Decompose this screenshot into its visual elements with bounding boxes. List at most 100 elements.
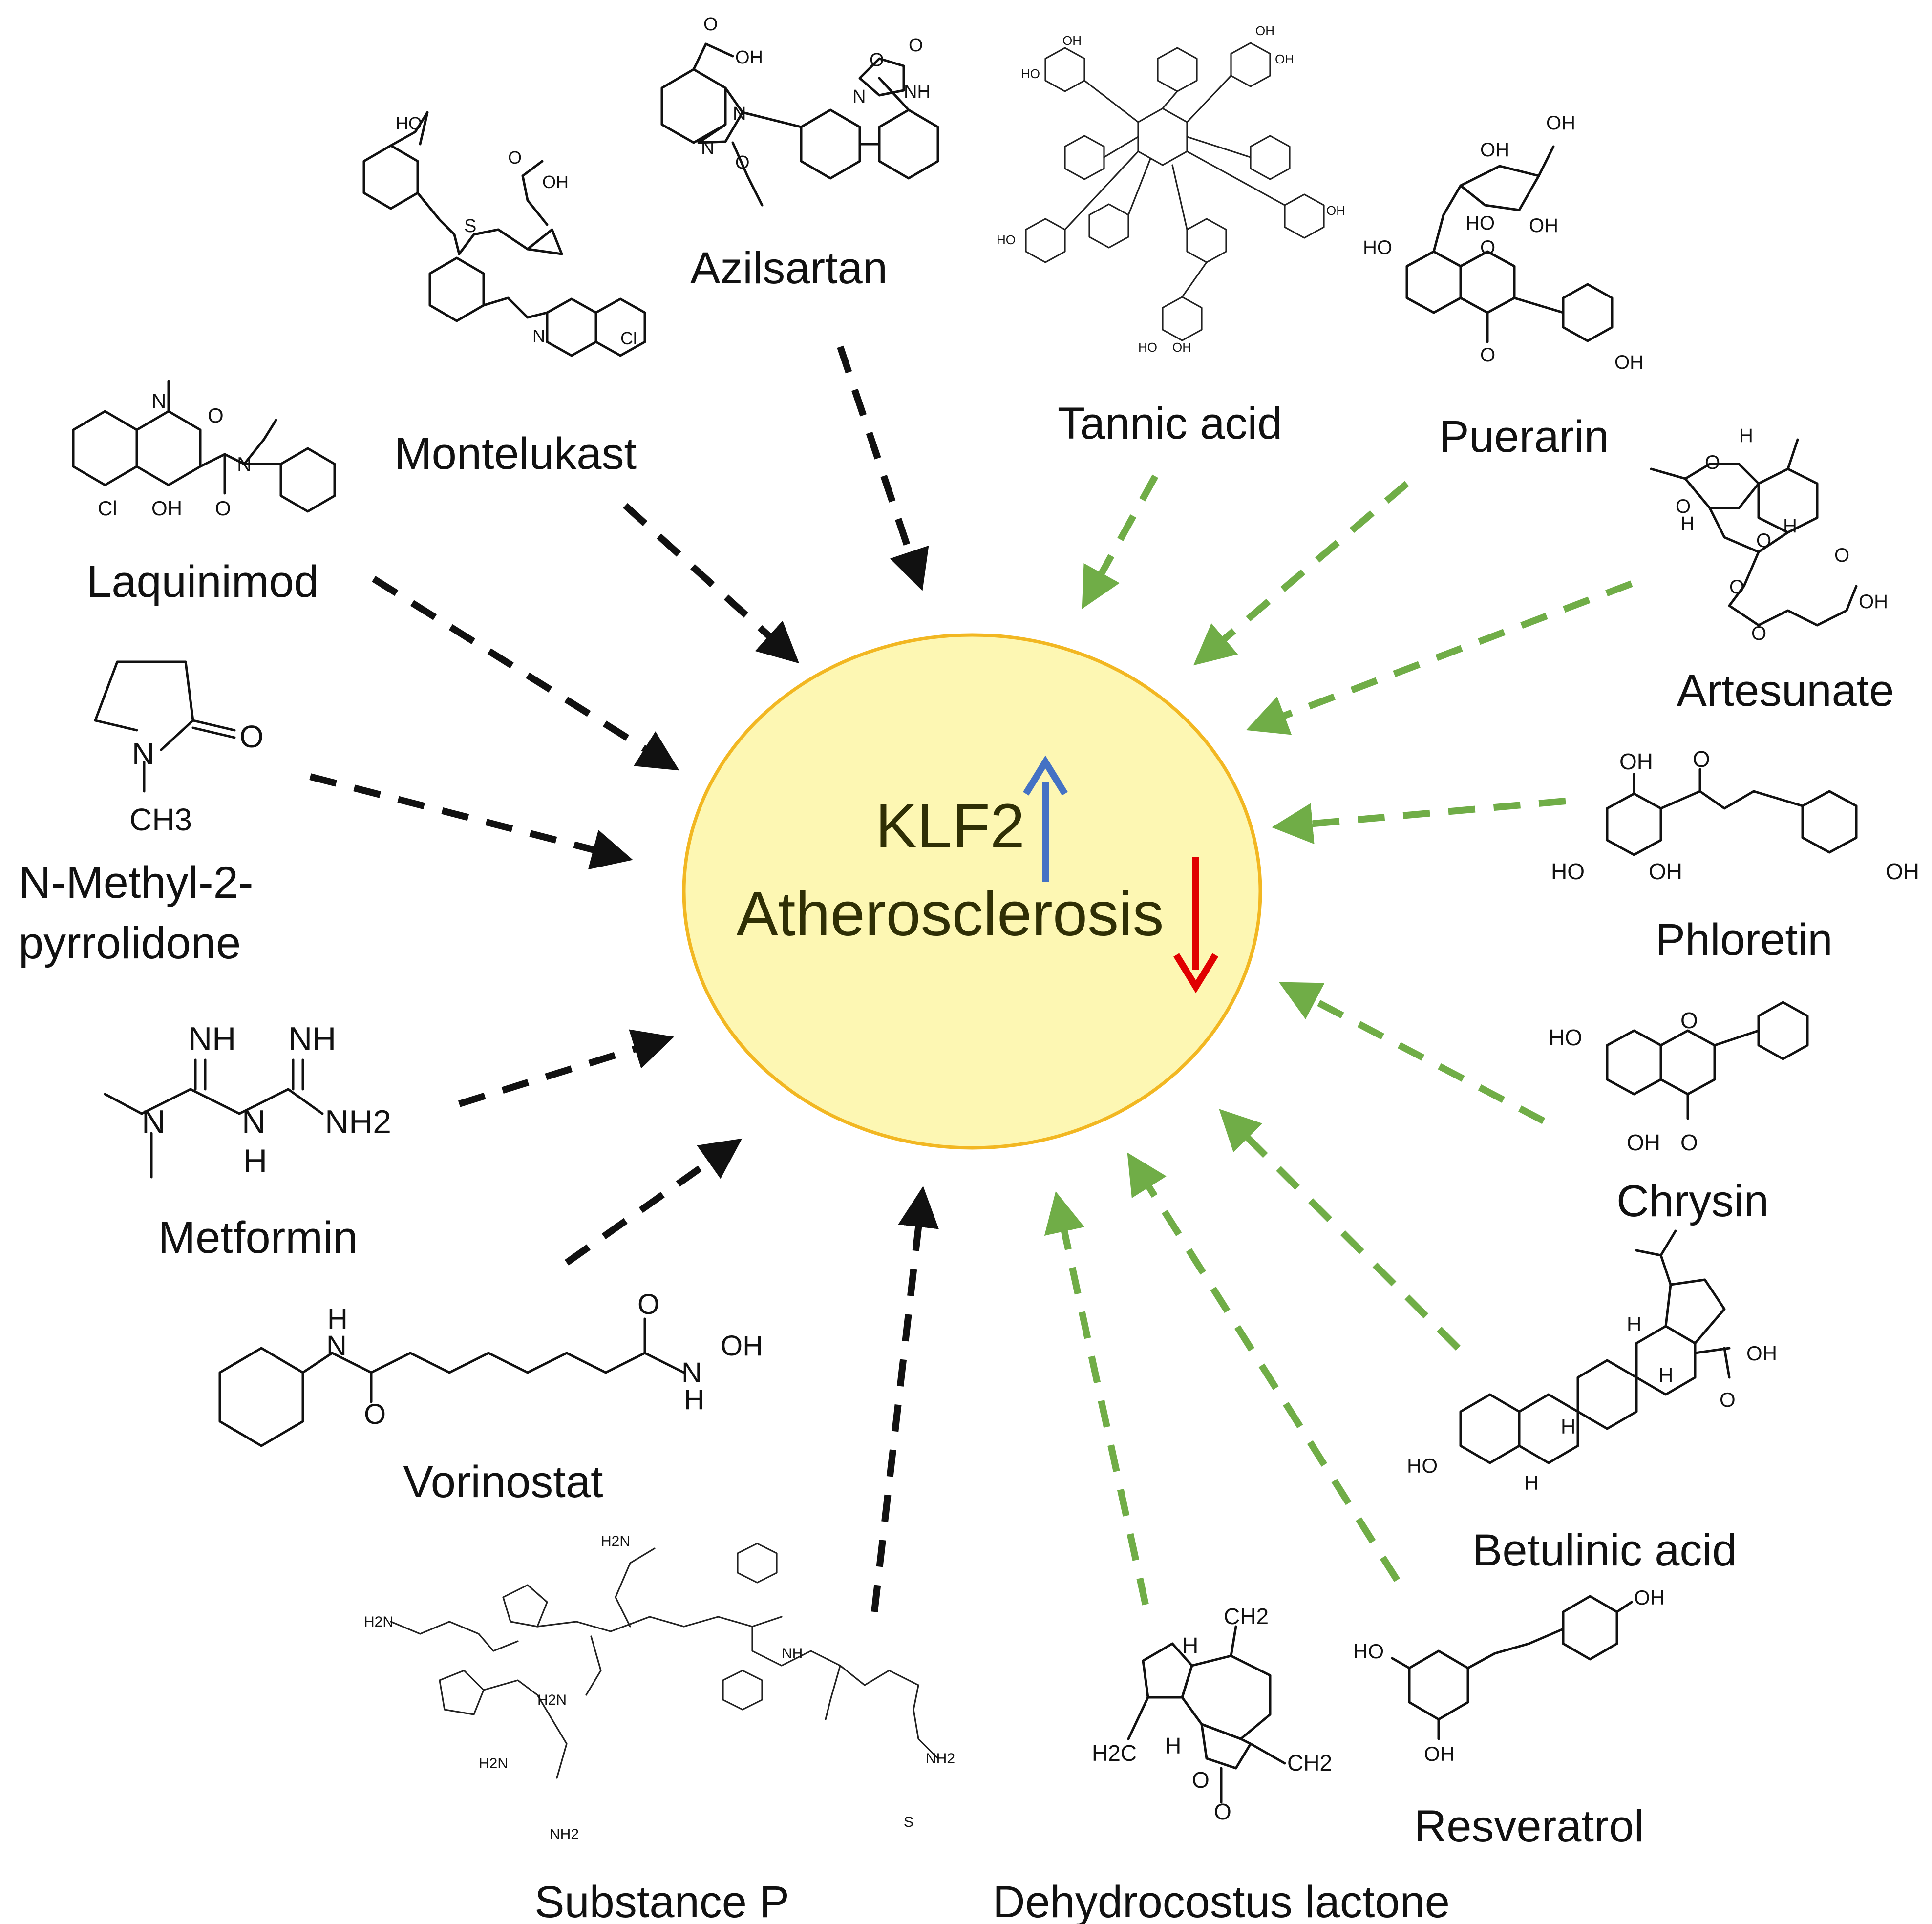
- atom-h: H: [1524, 1471, 1539, 1494]
- atom-o: O: [1729, 576, 1744, 598]
- atom-oh: OH: [1746, 1342, 1777, 1365]
- atom-ho: HO: [1551, 859, 1585, 884]
- compound-labels: Azilsartan Montelukast Laquinimod N-Meth…: [19, 243, 1894, 1924]
- label-puerarin: Puerarin: [1439, 412, 1609, 462]
- atom-o: O: [1192, 1767, 1210, 1793]
- atom-n: N: [681, 1357, 702, 1389]
- structure-laquinimod: N O N O Cl OH: [72, 380, 336, 520]
- atom-oh: OH: [1546, 112, 1575, 134]
- center-ellipse: [682, 633, 1262, 1150]
- label-phloretin: Phloretin: [1655, 915, 1832, 965]
- atom-nh2: NH2: [926, 1751, 955, 1767]
- arrow-resveratrol: [1127, 1152, 1400, 1582]
- structure-tannic-acid: OH HO OH OH OH HO OH HO: [997, 23, 1345, 355]
- klf2-up-arrow: [1023, 755, 1068, 882]
- atom-oh: OH: [1275, 52, 1294, 66]
- arrow-chrysin: [1278, 982, 1546, 1124]
- arrow-nmp: [309, 773, 633, 870]
- structure-montelukast: HO S O OH N Cl: [362, 111, 646, 357]
- atom-h2n: H2N: [479, 1755, 508, 1772]
- structure-artesunate: H O O H H O O O O OH: [1650, 425, 1888, 644]
- atom-oh: OH: [1424, 1742, 1455, 1765]
- atom-o: O: [1834, 545, 1849, 566]
- atom-h: H: [1783, 515, 1797, 537]
- label-metformin: Metformin: [158, 1213, 358, 1263]
- black-arrows: [309, 345, 939, 1612]
- atom-o: O: [1480, 344, 1495, 366]
- atom-cl: Cl: [98, 497, 117, 520]
- atom-oh: OH: [1886, 859, 1919, 884]
- atom-o: O: [1680, 1008, 1698, 1033]
- atom-o: O: [364, 1398, 386, 1430]
- label-dehydrocostus-lactone: Dehydrocostus lactone: [993, 1877, 1450, 1924]
- label-laquinimod: Laquinimod: [86, 557, 319, 607]
- atom-oh: OH: [1627, 1130, 1660, 1155]
- label-betulinic-acid: Betulinic acid: [1472, 1525, 1737, 1575]
- green-arrows: [1044, 474, 1633, 1606]
- atom-h: H: [1658, 1364, 1673, 1387]
- atom-h2n: H2N: [601, 1533, 630, 1549]
- atom-nh: NH: [288, 1020, 336, 1057]
- atom-ho: HO: [1138, 340, 1157, 355]
- atom-oh: OH: [1255, 23, 1274, 38]
- atom-n: N: [733, 104, 746, 124]
- atom-o: O: [1720, 1388, 1736, 1411]
- atom-nh2: NH2: [325, 1103, 391, 1141]
- structure-phloretin: OH O HO OH OH: [1551, 746, 1919, 884]
- atom-h2c: H2C: [1092, 1740, 1137, 1766]
- arrow-tannic-acid: [1082, 474, 1159, 609]
- atom-oh: OH: [1480, 139, 1509, 161]
- atom-n: N: [237, 453, 252, 476]
- atom-o: O: [508, 148, 522, 168]
- structure-resveratrol: HO OH OH: [1353, 1586, 1665, 1765]
- atom-s: S: [464, 216, 476, 236]
- label-azilsartan: Azilsartan: [690, 243, 888, 293]
- atom-ho: HO: [1353, 1640, 1384, 1663]
- atom-n: N: [532, 326, 545, 346]
- arrow-phloretin: [1272, 798, 1566, 845]
- structure-betulinic-acid: OH O H H H H HO: [1407, 1229, 1777, 1494]
- atom-oh: OH: [1859, 591, 1888, 613]
- atom-o: O: [208, 404, 224, 427]
- structure-substance-p: H2N H2N H2N H2N NH2 NH2 S NH: [364, 1533, 955, 1842]
- atom-n: N: [142, 1103, 166, 1141]
- center-atherosclerosis-label: Atherosclerosis: [737, 879, 1164, 949]
- atom-o: O: [1214, 1799, 1231, 1824]
- atom-h: H: [1680, 513, 1695, 534]
- atom-o: O: [1480, 237, 1495, 258]
- atom-oh: OH: [1619, 749, 1653, 774]
- atom-ch3: CH3: [129, 802, 192, 837]
- atom-s: S: [904, 1814, 913, 1830]
- atom-oh: OH: [1614, 352, 1644, 373]
- arrow-azilsartan: [837, 345, 929, 591]
- atom-ch2: CH2: [1224, 1604, 1269, 1629]
- label-nmp-line1: N-Methyl-2-: [19, 858, 253, 908]
- atom-o: O: [909, 35, 923, 56]
- atom-ch2: CH2: [1287, 1750, 1332, 1776]
- label-tannic-acid: Tannic acid: [1058, 399, 1282, 448]
- atom-ho: HO: [997, 233, 1016, 247]
- atom-o: O: [239, 719, 264, 754]
- atom-ho: HO: [1549, 1025, 1582, 1050]
- label-nmp-line2: pyrrolidone: [19, 918, 241, 968]
- atom-ho: HO: [396, 113, 422, 133]
- atom-o: O: [1693, 746, 1710, 772]
- center-klf2-label: KLF2: [875, 791, 1025, 861]
- atom-oh: OH: [542, 172, 569, 192]
- atom-h: H: [1561, 1415, 1575, 1438]
- structure-metformin: NH NH N N H NH2: [104, 1020, 391, 1180]
- label-artesunate: Artesunate: [1677, 666, 1894, 716]
- atom-h: H: [1182, 1633, 1198, 1658]
- arrow-vorinostat: [564, 1138, 743, 1266]
- atom-o: O: [637, 1289, 659, 1320]
- structure-puerarin: OH OH HO OH HO O O OH: [1363, 112, 1644, 373]
- atom-nh2: NH2: [550, 1826, 579, 1842]
- atom-n: N: [326, 1330, 347, 1362]
- atom-h2n: H2N: [364, 1614, 393, 1630]
- atom-oh: OH: [721, 1330, 763, 1362]
- atom-h: H: [327, 1303, 348, 1335]
- arrow-puerarin: [1193, 481, 1409, 666]
- atom-cl: Cl: [620, 328, 637, 348]
